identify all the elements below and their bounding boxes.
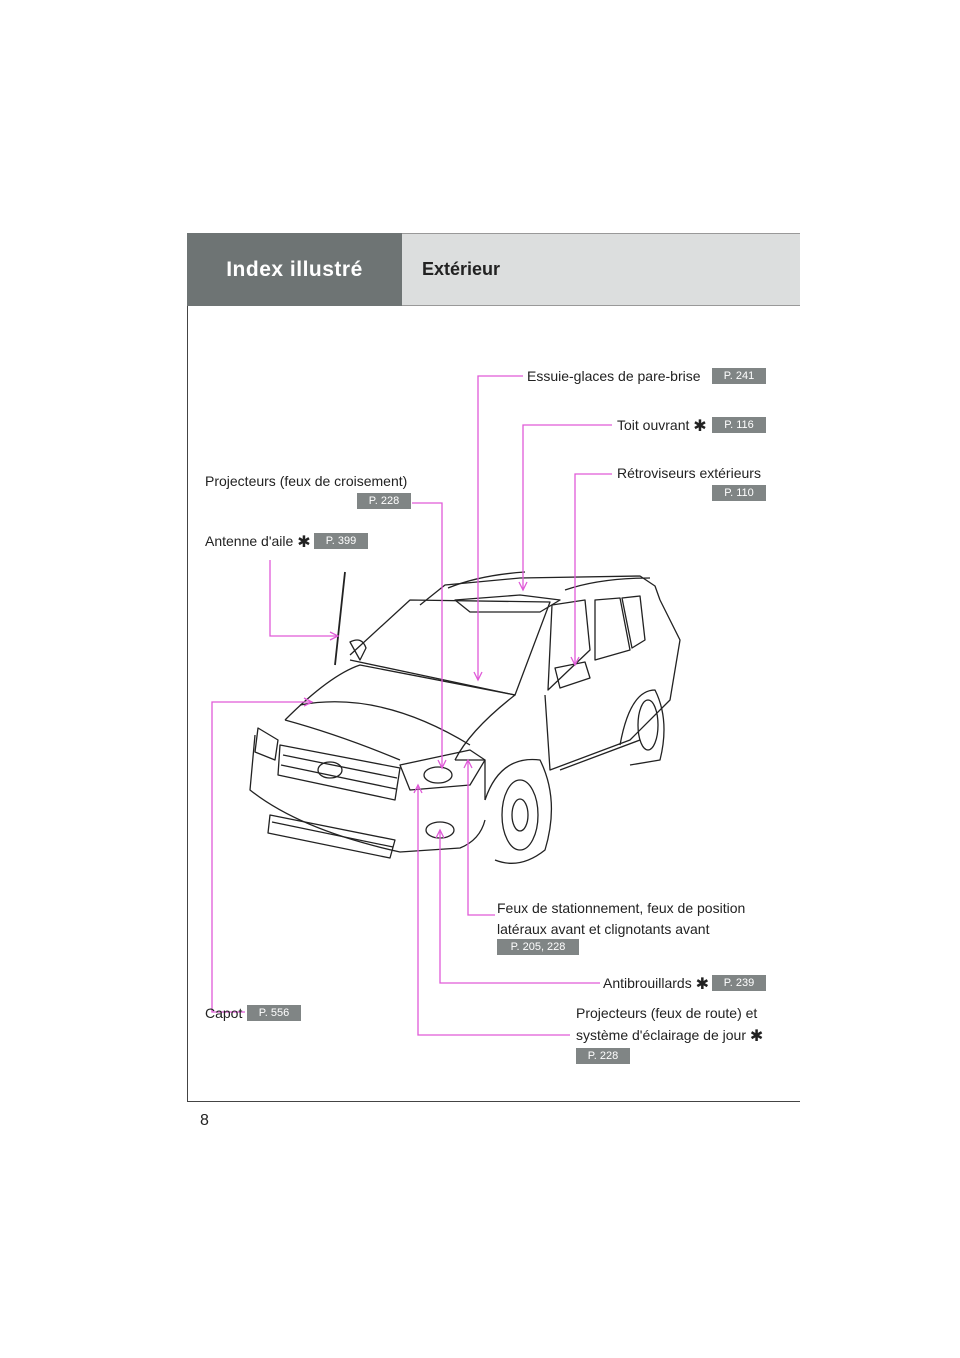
page-title: Extérieur	[422, 259, 501, 279]
callout-fog-label: Antibrouillards	[603, 975, 692, 991]
optional-star-icon: ✱	[695, 976, 710, 993]
callout-high-beam-line1: Projecteurs (feux de route) et	[576, 1005, 758, 1021]
page-number: 8	[200, 1112, 209, 1129]
section-header: Index illustré	[187, 233, 402, 306]
page-frame	[187, 233, 800, 1102]
callout-fog-page[interactable]: P. 239	[712, 975, 766, 991]
callout-antenna: Antenne d'aile ✱	[205, 532, 311, 552]
callout-parking-page[interactable]: P. 205, 228	[497, 939, 579, 955]
callout-sunroof: Toit ouvrant ✱	[617, 416, 707, 436]
callout-sunroof-page[interactable]: P. 116	[712, 417, 766, 433]
callout-fog: Antibrouillards ✱	[603, 974, 709, 994]
callout-antenna-label: Antenne d'aile	[205, 533, 294, 549]
callout-high-beam-page[interactable]: P. 228	[576, 1048, 630, 1064]
callout-mirrors-label: Rétroviseurs extérieurs	[617, 465, 761, 481]
callout-low-beam-page[interactable]: P. 228	[357, 493, 411, 509]
callout-high-beam-line2: système d'éclairage de jour	[576, 1027, 746, 1043]
callout-parking-line2: latéraux avant et clignotants avant	[497, 921, 710, 937]
callout-hood-page[interactable]: P. 556	[247, 1005, 301, 1021]
optional-star-icon: ✱	[297, 534, 311, 551]
callout-antenna-page[interactable]: P. 399	[314, 533, 368, 549]
callout-parking-line1: Feux de stationnement, feux de position	[497, 900, 746, 916]
callout-hood-label: Capot	[205, 1005, 243, 1021]
leader-arrowheads	[303, 581, 580, 839]
leader-lines	[211, 375, 612, 1036]
suv-drawing	[249, 571, 681, 864]
callout-wipers-label: Essuie-glaces de pare-brise	[527, 368, 701, 384]
callout-mirrors-page[interactable]: P. 110	[712, 485, 766, 501]
callout-sunroof-label: Toit ouvrant	[617, 417, 690, 433]
optional-star-icon: ✱	[749, 1028, 764, 1045]
callout-wipers-page[interactable]: P. 241	[712, 368, 766, 384]
section-title: Index illustré	[226, 257, 363, 281]
callout-low-beam-label: Projecteurs (feux de croisement)	[205, 473, 408, 489]
page-title-bar: Extérieur	[402, 233, 800, 306]
optional-star-icon: ✱	[693, 418, 707, 435]
callout-high-beam-line2-wrap: système d'éclairage de jour ✱	[576, 1026, 763, 1046]
